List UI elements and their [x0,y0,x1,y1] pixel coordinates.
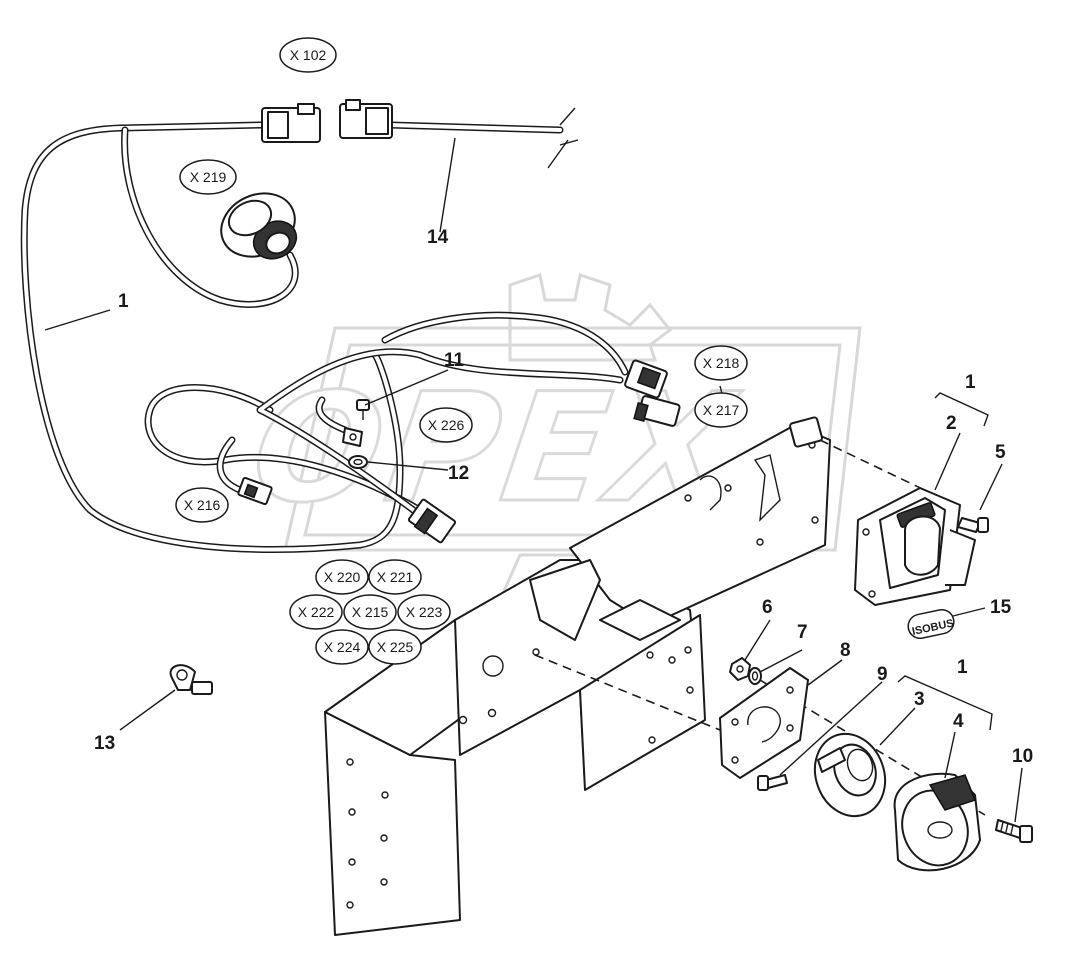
part-callouts: 1 14 11 12 1 2 5 15 6 7 8 9 1 3 4 10 13 [94,227,1033,767]
connector-label-x225: X 225 [368,629,422,665]
connector-label-x222: X 222 [289,594,343,630]
harness-wires [20,121,629,553]
plate-8 [719,667,809,779]
isobus-label-15: ISOBUS [907,608,955,640]
socket-4 [893,772,981,872]
callout-1-plug-group: 1 [957,657,968,678]
nut-6 [729,657,751,681]
svg-text:X 215: X 215 [352,604,389,620]
connector-x102 [261,99,393,143]
isobus-socket-2 [854,487,976,606]
callout-14: 14 [427,227,449,248]
callout-6: 6 [762,597,773,618]
callout-13: 13 [94,733,115,754]
bolt-11 [342,399,370,447]
callout-1-harness: 1 [118,291,129,312]
cable-clip-13 [169,664,213,695]
svg-text:X 223: X 223 [406,604,443,620]
connector-label-x223: X 223 [397,594,451,630]
connector-x218 [624,359,668,399]
svg-text:X 221: X 221 [377,569,414,585]
group-brackets [897,392,993,731]
svg-text:X 217: X 217 [703,402,740,418]
connector-x216 [237,476,273,506]
connector-label-x102: X 102 [279,37,337,73]
connector-x217 [633,395,681,427]
svg-text:X 222: X 222 [298,604,335,620]
callout-9: 9 [877,664,888,685]
svg-text:X 226: X 226 [428,417,465,433]
flange-3 [813,732,887,818]
callout-11: 11 [444,350,465,371]
callout-15: 15 [990,597,1012,618]
svg-text:X 224: X 224 [324,639,361,655]
connector-label-x219: X 219 [179,159,237,195]
washer-12 [348,455,368,469]
callout-3: 3 [914,689,925,710]
washer-7 [748,667,762,685]
svg-text:X 218: X 218 [703,355,740,371]
screw-9 [757,774,788,791]
cable-break-mark [547,107,579,169]
callout-7: 7 [797,622,808,643]
screw-5 [957,517,989,533]
svg-text:X 102: X 102 [290,47,327,63]
callout-4: 4 [953,711,964,732]
svg-text:X 219: X 219 [190,169,227,185]
svg-text:X 216: X 216 [184,497,221,513]
connector-group-x215 [407,498,457,544]
callout-1-socket-group: 1 [965,372,976,393]
connector-label-x217: X 217 [694,392,748,428]
svg-text:X 220: X 220 [324,569,361,585]
connector-label-x218: X 218 [694,345,748,381]
callout-8: 8 [840,640,851,661]
callout-12: 12 [448,463,469,484]
connector-label-x226: X 226 [419,407,473,443]
connector-label-x224: X 224 [315,629,369,665]
svg-text:X 225: X 225 [377,639,414,655]
screw-10 [995,819,1033,843]
callout-10: 10 [1012,746,1033,767]
connector-label-x221: X 221 [368,559,422,595]
callout-2: 2 [946,413,957,434]
connector-label-x220: X 220 [315,559,369,595]
leader-lines [44,137,1023,823]
callout-5: 5 [995,442,1006,463]
connector-label-x215: X 215 [343,594,397,630]
connector-label-x216: X 216 [175,487,229,523]
connector-x219 [220,192,298,260]
